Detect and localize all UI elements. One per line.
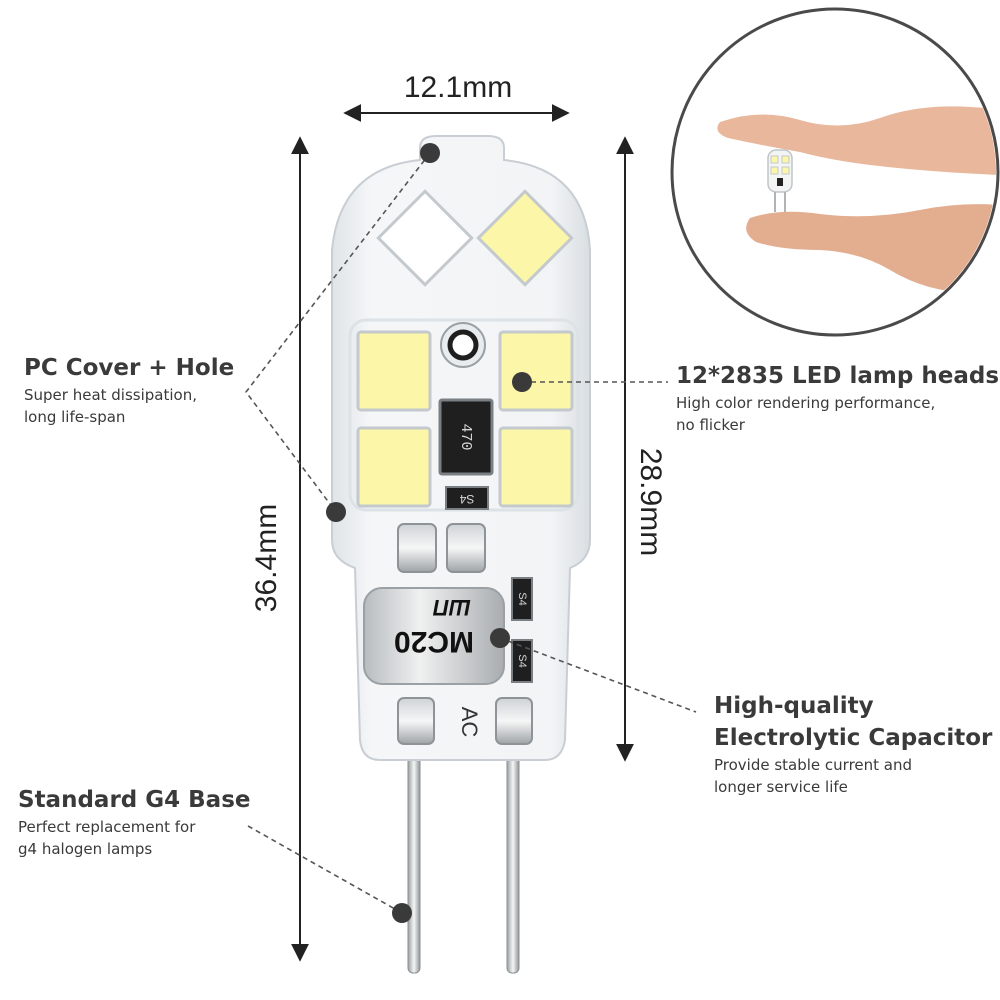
total-height-label: 36.4mm <box>250 504 283 612</box>
solder-pad-lower-right <box>495 697 533 745</box>
resistor-label: 470 <box>457 423 474 450</box>
capacitor-title-line1: High-quality <box>714 693 874 719</box>
pc-cover-leader <box>244 152 431 513</box>
square-leds <box>356 330 574 508</box>
led-heads-desc-line1: High color rendering performance, <box>676 394 936 412</box>
led-square-3 <box>356 426 432 508</box>
ac-label: AC <box>457 707 482 738</box>
led-heads-title: 12*2835 LED lamp heads <box>676 363 1000 389</box>
g4-pins <box>407 744 520 974</box>
vent-hole <box>440 322 486 368</box>
diamond-leds <box>376 189 574 287</box>
width-dimension: 12.1mm <box>343 71 570 122</box>
diode-top-label: S4 <box>459 492 474 506</box>
capacitor-desc-line1: Provide stable current and <box>714 756 913 774</box>
led-heads-callout: 12*2835 LED lamp heads High color render… <box>676 360 999 436</box>
pc-cover-marker-side <box>326 502 346 522</box>
callout-markers <box>326 143 532 923</box>
capacitor-title-line2: Electrolytic Capacitor <box>714 725 993 751</box>
led-diamond-left <box>376 189 474 287</box>
lower-finger <box>746 204 996 293</box>
diode-bottom-label: S4 <box>516 654 528 667</box>
led-heads-desc-line2: no flicker <box>676 416 745 434</box>
mini-pin-left <box>774 192 776 212</box>
base-marker <box>392 903 412 923</box>
solder-pad-upper-left <box>397 523 437 573</box>
body-height-dimension: 28.9mm <box>616 136 667 762</box>
base-desc-line1: Perfect replacement for <box>18 818 196 836</box>
resistor-chip: 470 <box>438 398 494 476</box>
capacitor-leader <box>499 637 697 713</box>
pc-cover-desc-line1: Super heat dissipation, <box>24 386 197 404</box>
pc-cover-title: PC Cover + Hole <box>24 355 235 381</box>
solder-pad-upper-right <box>446 523 486 573</box>
pin-right <box>506 744 520 974</box>
upper-finger <box>717 106 996 175</box>
width-label: 12.1mm <box>404 71 512 104</box>
pc-cover-marker-top <box>420 143 440 163</box>
size-inset-photo <box>670 7 1000 337</box>
base-title: Standard G4 Base <box>18 787 251 813</box>
pc-cover-callout: PC Cover + Hole Super heat dissipation, … <box>24 352 234 428</box>
diode-mid-label: S4 <box>516 592 528 605</box>
led-square-1 <box>356 330 432 412</box>
bulb-body: 470 S4 MC20 ШП S4 S4 AC <box>331 135 591 761</box>
base-callout: Standard G4 Base Perfect replacement for… <box>18 784 250 860</box>
mini-pin-right <box>784 192 786 212</box>
capacitor-desc-line2: longer service life <box>714 778 848 796</box>
led-heads-marker <box>512 372 532 392</box>
capacitor-brand-label: MC20 <box>394 625 474 658</box>
callout-leaders <box>244 152 697 914</box>
body-height-label: 28.9mm <box>634 448 667 556</box>
total-height-dimension: 36.4mm <box>250 136 309 962</box>
led-square-4 <box>498 426 574 508</box>
base-leader <box>247 825 403 914</box>
electrolytic-capacitor: MC20 ШП <box>363 587 505 685</box>
base-desc-line2: g4 halogen lamps <box>18 840 153 858</box>
pin-left <box>407 744 421 974</box>
capacitor-marker <box>490 628 510 648</box>
diode-chip-top: S4 <box>445 486 489 510</box>
diode-chip-mid: S4 <box>511 577 533 621</box>
solder-pad-lower-left <box>397 697 435 745</box>
diode-chip-bottom: S4 <box>511 639 533 683</box>
led-square-2 <box>498 330 574 412</box>
led-diamond-right <box>476 189 574 287</box>
capacitor-callout: High-quality Electrolytic Capacitor Prov… <box>714 690 992 798</box>
capacitor-marks: ШП <box>432 595 471 620</box>
pc-cover-desc-line2: long life-span <box>24 408 126 426</box>
